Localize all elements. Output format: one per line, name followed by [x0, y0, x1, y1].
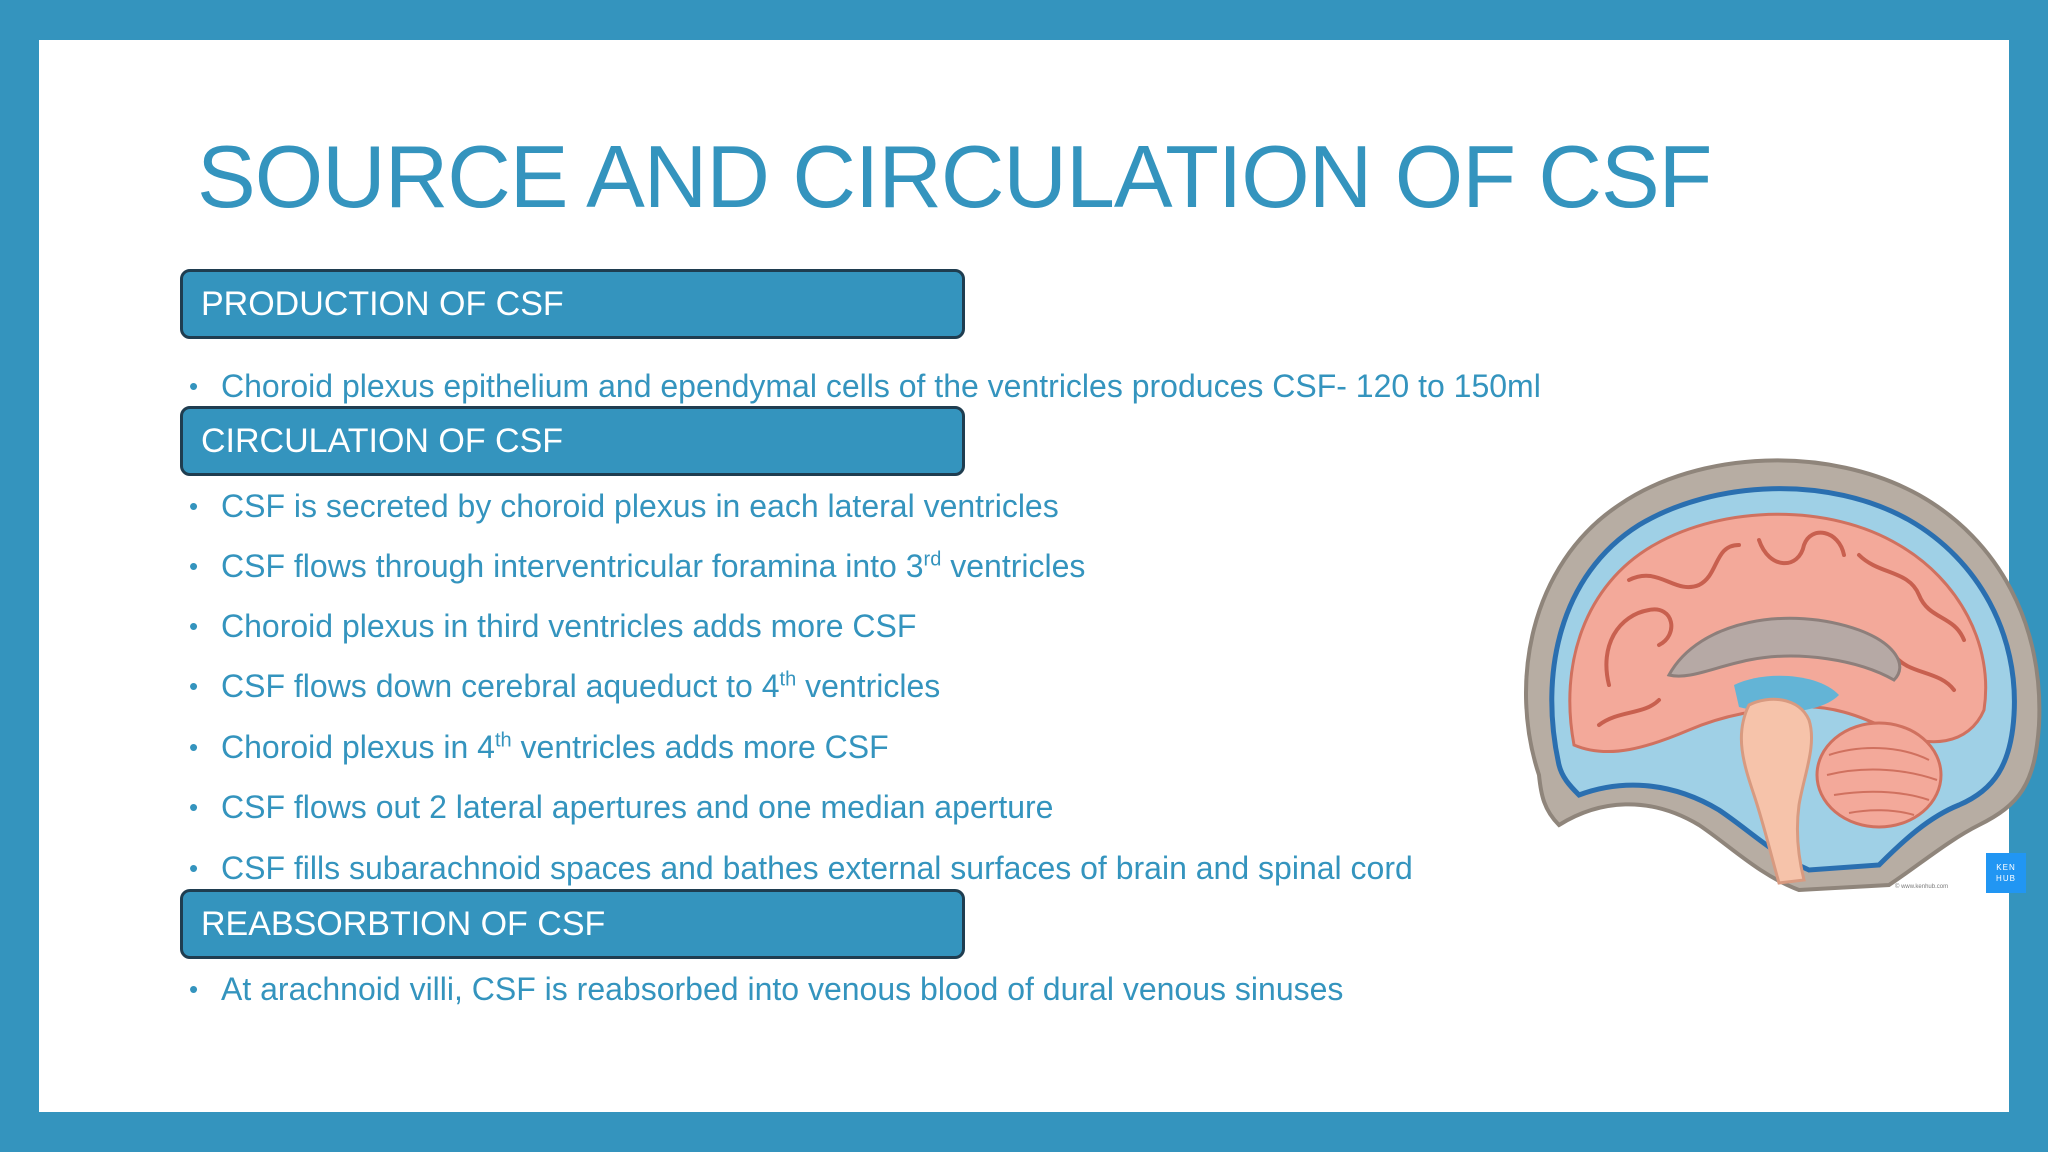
bullet-text-tail: ventricles	[941, 548, 1086, 584]
bullet-icon: •	[189, 974, 199, 1004]
list-item: • At arachnoid villi, CSF is reabsorbed i…	[189, 969, 1343, 1009]
cerebellum	[1815, 721, 1943, 829]
bullet-text: CSF flows through interventricular foram…	[221, 548, 924, 584]
bullet-icon: •	[189, 551, 199, 581]
lateral-ventricle	[1666, 616, 1902, 682]
list-item: • Choroid plexus in third ventricles adds…	[189, 606, 916, 646]
bullet-text: At arachnoid villi, CSF is reabsorbed in…	[221, 971, 1344, 1007]
bullet-text-tail: ventricles adds more CSF	[511, 729, 889, 765]
bullet-text: CSF flows out 2 lateral apertures and on…	[221, 789, 1054, 825]
list-item: • CSF flows through interventricular fora…	[189, 546, 1085, 586]
image-credit: © www.kenhub.com	[1895, 884, 1949, 890]
ordinal-suffix: th	[494, 729, 512, 752]
bullet-text-tail: ventricles	[796, 668, 941, 704]
list-item: • CSF fills subarachnoid spaces and bathe…	[189, 848, 1413, 888]
section-header-circulation: CIRCULATION OF CSF	[180, 406, 965, 476]
bullet-text: Choroid plexus in third ventricles adds …	[221, 608, 917, 644]
slide: SOURCE AND CIRCULATION OF CSF PRODUCTION…	[39, 40, 2042, 1112]
bullet-icon: •	[189, 732, 199, 762]
bullet-text: Choroid plexus epithelium and ependymal …	[221, 368, 1541, 404]
brainstem	[1739, 697, 1814, 885]
list-item: • Choroid plexus in 4th ventricles adds m…	[189, 727, 889, 767]
list-item: • CSF flows out 2 lateral apertures and o…	[189, 787, 1053, 827]
slide-title: SOURCE AND CIRCULATION OF CSF	[197, 127, 1712, 226]
ordinal-suffix: rd	[923, 548, 942, 571]
bullet-icon: •	[189, 792, 199, 822]
bullet-text: CSF is secreted by choroid plexus in eac…	[221, 488, 1059, 524]
bullet-text: CSF fills subarachnoid spaces and bathes…	[221, 850, 1413, 886]
cerebellum-folia	[1826, 747, 1938, 816]
list-item: • Choroid plexus epithelium and ependymal…	[189, 366, 1541, 406]
bullet-icon: •	[189, 671, 199, 701]
bullet-icon: •	[189, 491, 199, 521]
bullet-text: CSF flows down cerebral aqueduct to 4	[221, 668, 780, 704]
ordinal-suffix: th	[779, 668, 797, 691]
section-header-production: PRODUCTION OF CSF	[180, 269, 965, 339]
bullet-text: Choroid plexus in 4	[221, 729, 495, 765]
bullet-icon: •	[189, 371, 199, 401]
brain-sagittal-illustration	[1524, 458, 2042, 893]
bullet-icon: •	[189, 611, 199, 641]
kenhub-logo-icon: KEN HUB	[1986, 853, 2026, 893]
list-item: • CSF flows down cerebral aqueduct to 4th…	[189, 666, 940, 706]
section-header-reabsorption: REABSORBTION OF CSF	[180, 889, 965, 959]
list-item: • CSF is secreted by choroid plexus in ea…	[189, 486, 1059, 526]
bullet-icon: •	[189, 853, 199, 883]
